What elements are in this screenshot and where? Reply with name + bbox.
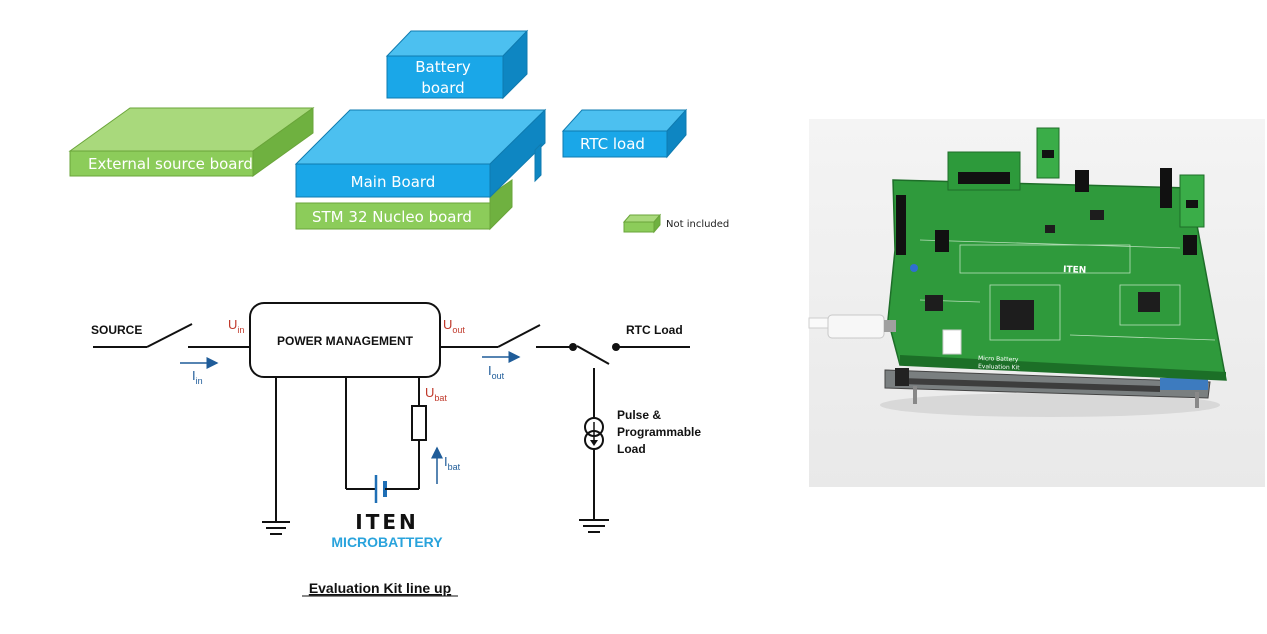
battery-board-label-line2: board [421, 79, 464, 97]
logo-subtitle: MICROBATTERY [331, 534, 443, 550]
load-selector-switch [576, 345, 610, 365]
power-schematic: SOURCE POWER MANAGEMENT Uin Iin RTC Load… [91, 302, 701, 535]
pcb-text-line2: Evaluation Kit [978, 363, 1020, 371]
nucleo-board-block: STM 32 Nucleo board [295, 179, 513, 231]
external-source-board-label: External source board [88, 155, 253, 173]
pcb-logo: ITEN [1063, 265, 1087, 276]
rtc-load-block: RTC load [561, 108, 688, 159]
i-in-label: Iin [192, 368, 203, 386]
source-switch [146, 323, 193, 348]
logo-brand: ITEN [355, 510, 418, 534]
pulse-load-label-line2: Programmable [617, 425, 701, 439]
legend-not-included: Not included [622, 213, 729, 234]
switch-node-left [569, 343, 577, 351]
power-management-label: POWER MANAGEMENT [277, 334, 414, 348]
u-out-label: Uout [443, 317, 465, 335]
battery-board-label-line1: Battery [415, 58, 471, 76]
u-bat-label: Ubat [425, 385, 447, 403]
main-board-block: Main Board [294, 108, 547, 199]
i-out-label: Iout [488, 363, 505, 381]
ground-right-icon [579, 519, 609, 533]
i-bat-label: Ibat [444, 454, 461, 472]
evaluation-board-photo: ITEN Micro Battery Evaluation Kit [808, 119, 1265, 487]
source-label: SOURCE [91, 323, 142, 337]
battery-board-block: Battery board [385, 29, 529, 100]
pulse-load-label-line3: Load [617, 442, 646, 456]
nucleo-board-label: STM 32 Nucleo board [312, 208, 472, 226]
external-source-board-block: External source board [68, 107, 315, 177]
usb-cable [827, 314, 885, 339]
pcb-text-line1: Micro Battery [978, 355, 1019, 363]
battery-resistor [411, 405, 427, 441]
iten-logo: ITEN MICROBATTERY [331, 510, 443, 550]
figure-caption: Evaluation Kit line up [309, 580, 451, 596]
u-in-label: Uin [228, 317, 244, 335]
legend-label: Not included [666, 219, 729, 230]
block-diagram: Battery board External source board STM … [68, 29, 729, 234]
ground-left-icon [262, 521, 290, 535]
rtc-load-label: RTC load [580, 135, 645, 153]
main-board-label: Main Board [351, 173, 436, 191]
pulse-load-label-line1: Pulse & [617, 408, 661, 422]
legend-swatch [623, 221, 655, 233]
output-switch [497, 324, 541, 348]
rtc-load-schematic-label: RTC Load [626, 323, 683, 337]
